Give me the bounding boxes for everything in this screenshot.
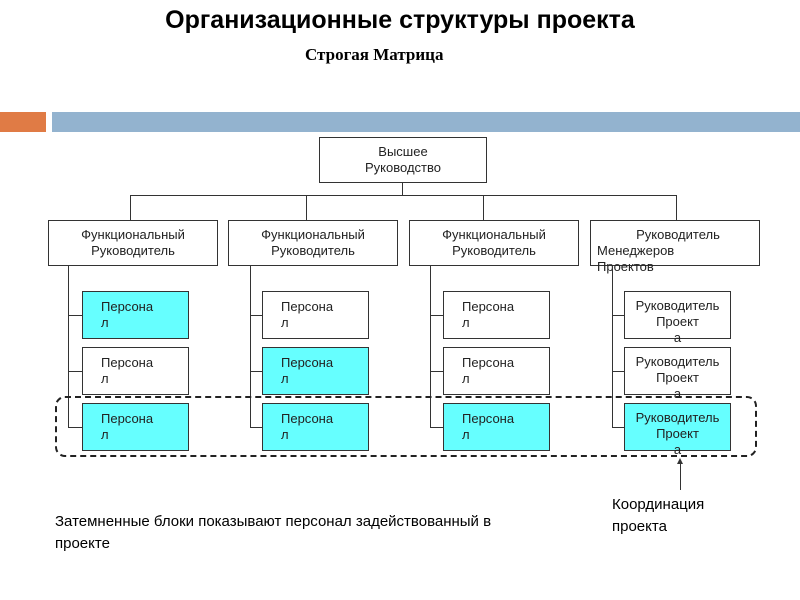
coordination-boundary xyxy=(55,396,757,457)
box-text-line: а xyxy=(673,442,682,457)
box-text-line: Персона xyxy=(281,299,334,314)
connector xyxy=(68,266,69,428)
arrow-head-icon xyxy=(677,458,683,464)
box-text-line: Проектов xyxy=(597,259,654,274)
box-text-line: л xyxy=(281,315,289,330)
connector xyxy=(612,315,624,316)
connector xyxy=(430,315,443,316)
box-text-line: Руководитель xyxy=(635,298,720,313)
connector xyxy=(402,183,403,195)
connector xyxy=(250,427,262,428)
page-title: Организационные структуры проекта xyxy=(165,6,635,34)
box-text-line: л xyxy=(281,427,289,442)
box-text-line: Персона xyxy=(281,355,334,370)
box-text-line: а xyxy=(673,330,682,345)
box-text-line: Проект xyxy=(656,370,699,385)
box-text-line: Персона xyxy=(101,299,154,314)
box-text-line: л xyxy=(462,427,470,442)
box-text-line: Проект xyxy=(656,314,699,329)
header-bar-orange xyxy=(0,112,46,132)
box-text-line: л xyxy=(101,427,109,442)
connector xyxy=(676,195,677,220)
connector xyxy=(68,427,82,428)
box-text-line: Проект xyxy=(656,426,699,441)
box-text-line: Руководитель xyxy=(635,410,720,425)
connector xyxy=(250,266,251,428)
box-text-line: л xyxy=(462,315,470,330)
box-text-line: Функциональный xyxy=(442,227,546,242)
connector xyxy=(483,195,484,220)
box-text-line: Руководство xyxy=(365,160,441,175)
footnote-line: Затемненные блоки показывают персонал за… xyxy=(55,513,492,530)
connector xyxy=(250,315,262,316)
coordination-label: Координация проекта xyxy=(612,494,704,538)
box-text-line: л xyxy=(101,371,109,386)
footnote: Затемненные блоки показывают персонал за… xyxy=(55,511,491,555)
connector xyxy=(430,371,443,372)
connector xyxy=(612,371,624,372)
connector xyxy=(68,371,82,372)
connector xyxy=(612,266,613,428)
coordination-label-line: Координация xyxy=(612,496,705,513)
box-text-line: Высшее xyxy=(378,144,428,159)
box-text-line: Персона xyxy=(462,299,515,314)
coordination-label-line: проекта xyxy=(612,518,667,535)
header-bar-blue xyxy=(52,112,800,132)
connector xyxy=(612,427,624,428)
box-text-line: Руководитель xyxy=(452,243,536,258)
box-text-line: Персона xyxy=(101,355,154,370)
box-text-line: Персона xyxy=(101,411,154,426)
connector xyxy=(306,195,307,220)
box-text-line: Персона xyxy=(281,411,334,426)
box-text-line: Менеджеров xyxy=(597,243,675,258)
connector xyxy=(130,195,676,196)
box-text-line: Руководитель xyxy=(91,243,175,258)
box-text-line: л xyxy=(101,315,109,330)
footnote-line: проекте xyxy=(55,535,110,552)
connector xyxy=(430,266,431,428)
box-text-line: Персона xyxy=(462,411,515,426)
connector xyxy=(68,315,82,316)
box-text-line: Руководитель xyxy=(636,227,720,242)
box-text-line: Персона xyxy=(462,355,515,370)
box-text-line: Функциональный xyxy=(261,227,365,242)
page-subtitle: Строгая Матрица xyxy=(305,45,444,64)
box-text-line: л xyxy=(462,371,470,386)
box-text-line: а xyxy=(673,386,682,401)
connector xyxy=(430,427,443,428)
box-text-line: Руководитель xyxy=(271,243,355,258)
connector xyxy=(250,371,262,372)
box-text-line: л xyxy=(281,371,289,386)
coordination-arrow xyxy=(680,462,681,490)
box-text-line: Руководитель xyxy=(635,354,720,369)
box-text-line: Функциональный xyxy=(81,227,185,242)
connector xyxy=(130,195,131,220)
